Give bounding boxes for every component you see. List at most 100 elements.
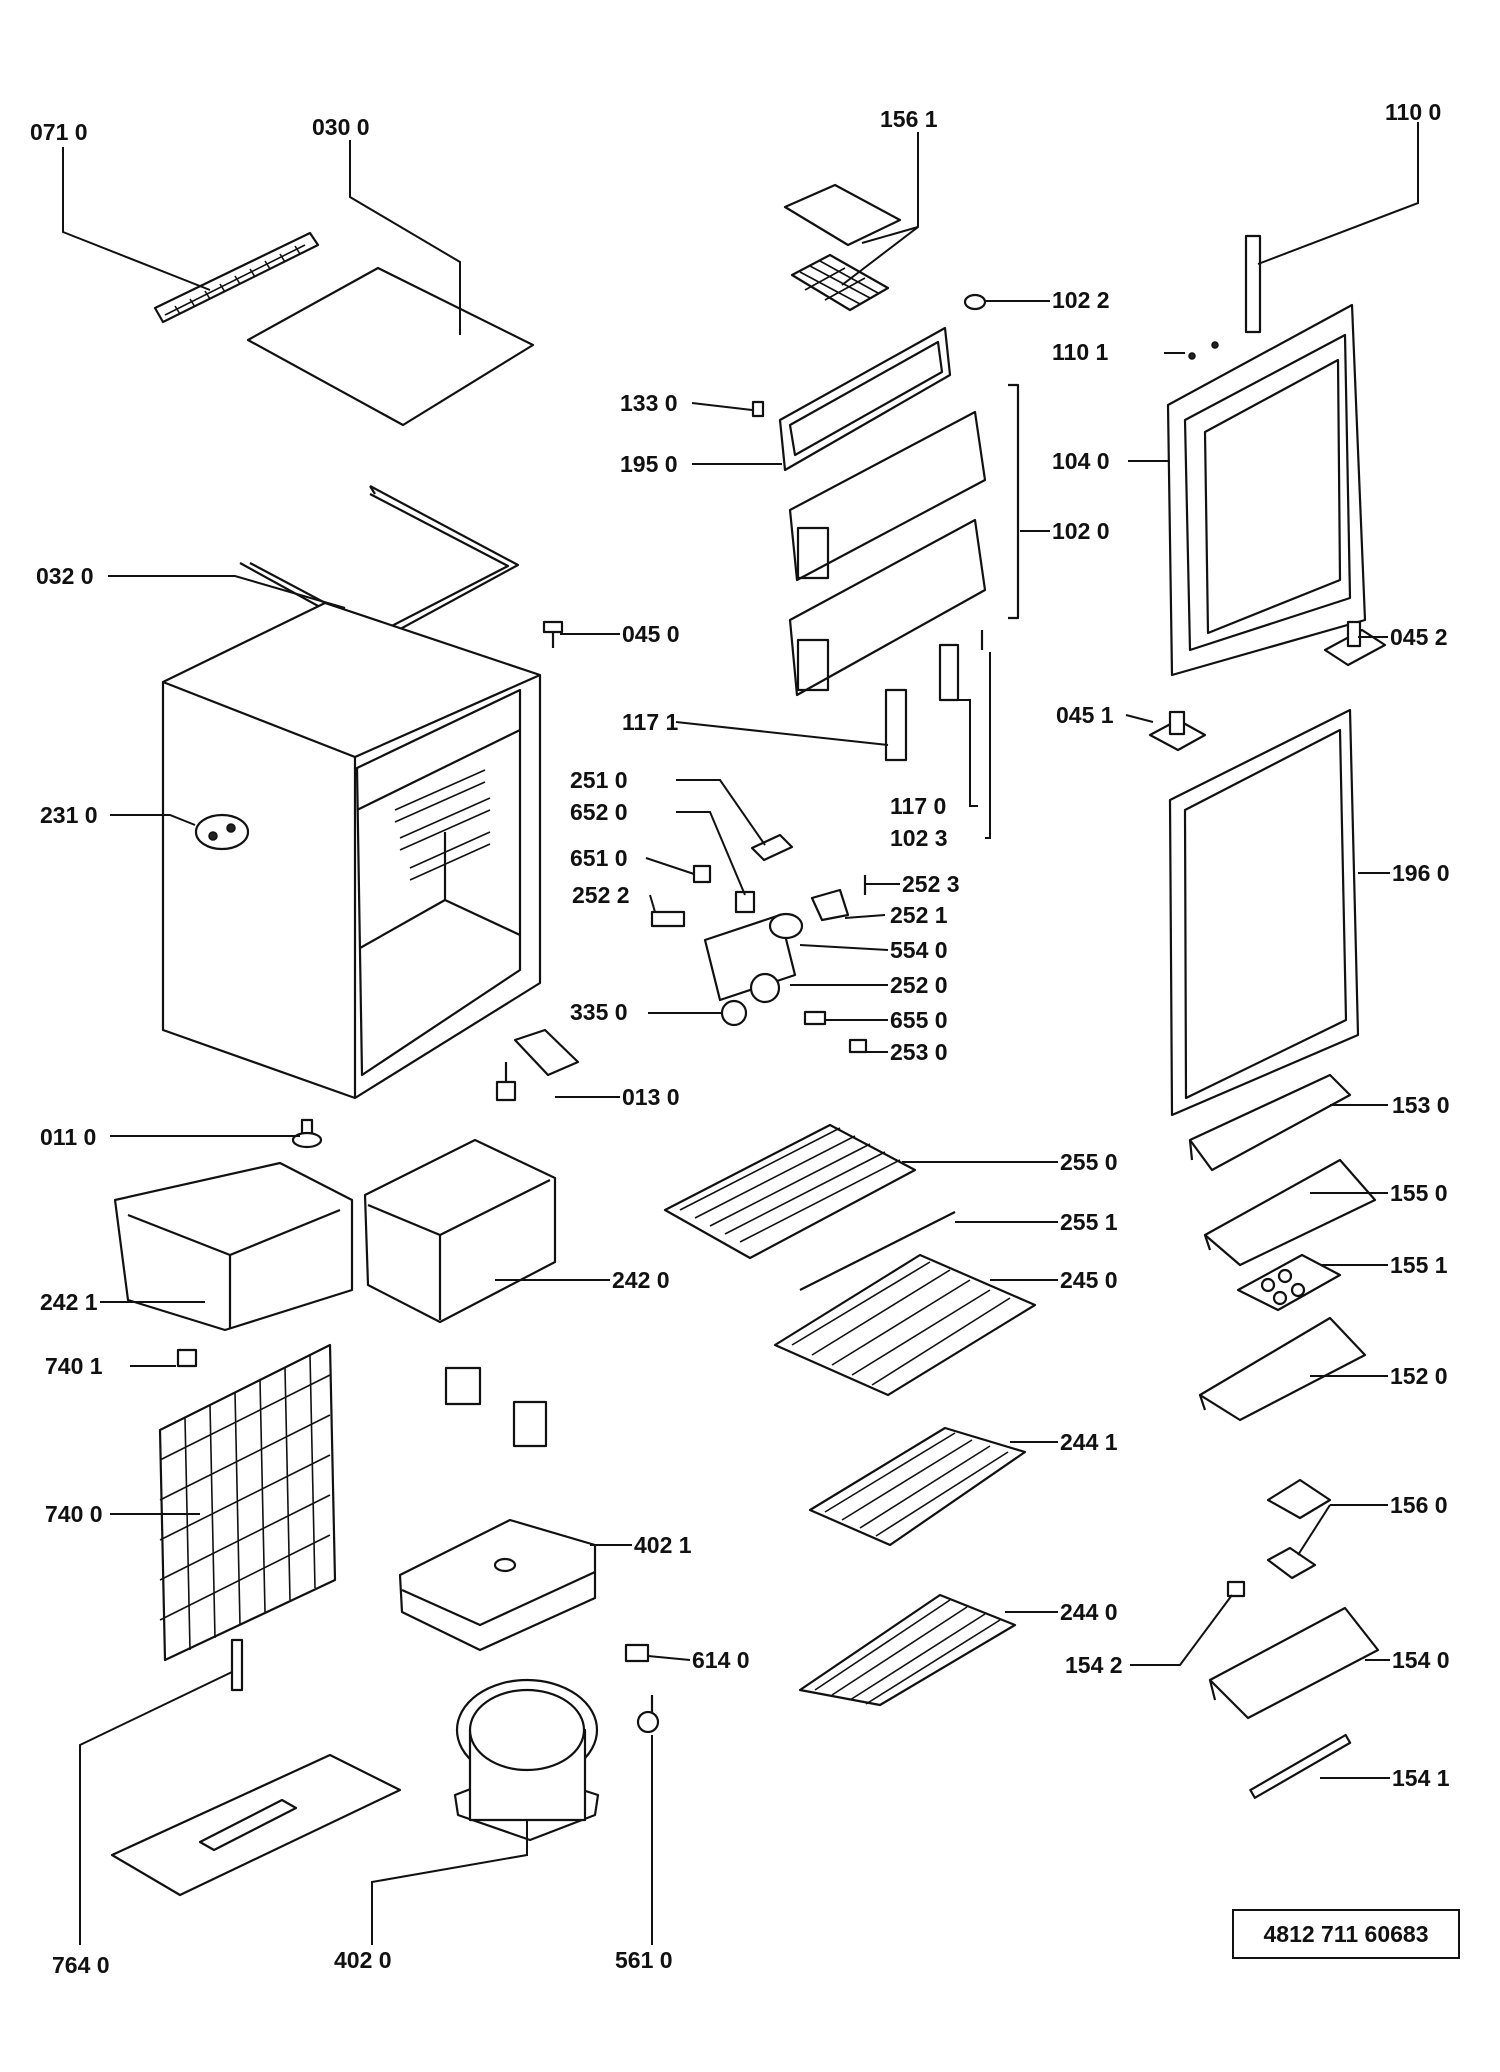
part-030-0-top-sheet bbox=[246, 266, 535, 427]
part-561-0-sensor bbox=[636, 1695, 660, 1734]
label-764-0: 764 0 bbox=[52, 1952, 110, 1978]
label-117-1: 117 1 bbox=[622, 709, 678, 735]
label-245-0: 245 0 bbox=[1060, 1267, 1118, 1293]
label-156-0: 156 0 bbox=[1390, 1492, 1448, 1518]
label-013-0: 013 0 bbox=[622, 1084, 680, 1110]
label-045-2: 045 2 bbox=[1390, 624, 1448, 650]
label-335-0: 335 0 bbox=[570, 999, 628, 1025]
label-655-0: 655 0 bbox=[890, 1007, 948, 1033]
label-133-0: 133 0 bbox=[620, 390, 678, 416]
label-252-0: 252 0 bbox=[890, 972, 948, 998]
part-614-0-grommet bbox=[624, 1643, 650, 1663]
label-244-0: 244 0 bbox=[1060, 1599, 1118, 1625]
label-253-0: 253 0 bbox=[890, 1039, 948, 1065]
part-labels: 071 0 030 0 156 1 110 0 102 2 110 1 133 … bbox=[30, 99, 1450, 1978]
part-045-0-screw bbox=[542, 620, 564, 648]
label-155-1: 155 1 bbox=[1390, 1252, 1448, 1278]
part-242-0-drawer bbox=[363, 1138, 557, 1324]
label-651-0: 651 0 bbox=[570, 845, 628, 871]
label-252-1: 252 1 bbox=[890, 902, 948, 928]
part-244-1-shelf bbox=[808, 1426, 1027, 1547]
label-154-2: 154 2 bbox=[1065, 1652, 1123, 1678]
part-764-0-rod bbox=[230, 1638, 244, 1692]
label-740-1: 740 1 bbox=[45, 1353, 103, 1379]
part-251-0 bbox=[750, 833, 794, 862]
label-032-0: 032 0 bbox=[36, 563, 94, 589]
label-156-1: 156 1 bbox=[880, 106, 938, 132]
part-554-0 bbox=[768, 912, 804, 940]
part-152-0-bottle-shelf bbox=[1198, 1316, 1367, 1422]
part-013-0-bracket bbox=[495, 1028, 580, 1102]
part-110-1-screws bbox=[1188, 341, 1219, 360]
label-117-0: 117 0 bbox=[890, 793, 946, 819]
part-252-2 bbox=[650, 910, 686, 928]
label-102-2: 102 2 bbox=[1052, 287, 1110, 313]
label-011-0: 011 0 bbox=[40, 1124, 96, 1150]
part-153-0-door-shelf bbox=[1188, 1073, 1352, 1172]
part-402-1-compressor-tray bbox=[398, 1518, 597, 1652]
label-104-0: 104 0 bbox=[1052, 448, 1110, 474]
label-153-0: 153 0 bbox=[1392, 1092, 1450, 1118]
label-402-1: 402 1 bbox=[634, 1532, 692, 1558]
label-252-3: 252 3 bbox=[902, 871, 960, 897]
label-045-0: 045 0 bbox=[622, 621, 680, 647]
label-251-0: 251 0 bbox=[570, 767, 628, 793]
part-231-0-cabinet bbox=[161, 601, 542, 1100]
label-614-0: 614 0 bbox=[692, 1647, 750, 1673]
label-252-2: 252 2 bbox=[572, 882, 630, 908]
part-110-0-hinge-bar bbox=[1244, 234, 1262, 334]
label-045-1: 045 1 bbox=[1056, 702, 1114, 728]
part-655-0 bbox=[803, 1010, 827, 1026]
part-253-0 bbox=[848, 1038, 868, 1054]
label-102-3: 102 3 bbox=[890, 825, 948, 851]
part-740-0-condenser bbox=[158, 1343, 337, 1662]
part-base-plate bbox=[110, 1753, 402, 1897]
label-244-1: 244 1 bbox=[1060, 1429, 1118, 1455]
label-402-0: 402 0 bbox=[334, 1947, 392, 1973]
part-117-1-hinge bbox=[884, 688, 908, 762]
label-110-1: 110 1 bbox=[1052, 339, 1108, 365]
part-133-0-clip bbox=[751, 400, 765, 418]
label-110-0: 110 0 bbox=[1385, 99, 1441, 125]
label-652-0: 652 0 bbox=[570, 799, 628, 825]
document-number-box: 4812 711 60683 bbox=[1232, 1909, 1460, 1959]
part-011-0-foot bbox=[291, 1118, 323, 1149]
part-071-0-trim-strip bbox=[153, 231, 320, 324]
label-196-0: 196 0 bbox=[1392, 860, 1450, 886]
label-030-0: 030 0 bbox=[312, 114, 370, 140]
label-154-1: 154 1 bbox=[1392, 1765, 1450, 1791]
part-245-0-glass-shelf bbox=[773, 1253, 1037, 1397]
part-155-0-door-shelf bbox=[1203, 1158, 1377, 1267]
label-102-0: 102 0 bbox=[1052, 518, 1110, 544]
label-154-0: 154 0 bbox=[1392, 1647, 1450, 1673]
label-195-0: 195 0 bbox=[620, 451, 678, 477]
part-154-2-clip bbox=[1226, 1580, 1246, 1598]
part-thermostat-cluster bbox=[650, 833, 868, 1054]
part-102-2-knob bbox=[963, 293, 987, 311]
part-045-1-hinge bbox=[1148, 710, 1207, 752]
label-071-0: 071 0 bbox=[30, 119, 88, 145]
part-relay-block bbox=[444, 1366, 482, 1406]
part-740-1-clip bbox=[176, 1348, 198, 1368]
part-252-1 bbox=[810, 888, 850, 922]
part-402-0-compressor bbox=[453, 1678, 600, 1842]
label-255-1: 255 1 bbox=[1060, 1209, 1118, 1235]
part-155-1-egg-tray bbox=[1236, 1253, 1342, 1312]
label-155-0: 155 0 bbox=[1390, 1180, 1448, 1206]
label-242-0: 242 0 bbox=[612, 1267, 670, 1293]
part-045-2-hinge bbox=[1323, 620, 1387, 667]
part-255-0-shelf bbox=[663, 1123, 917, 1260]
part-651-0 bbox=[692, 864, 712, 884]
part-335-0 bbox=[720, 999, 748, 1027]
part-102-0-freezer-door bbox=[788, 383, 1020, 697]
part-104-0-main-door bbox=[1166, 303, 1367, 677]
part-156-1-ice-tray bbox=[783, 183, 902, 312]
label-740-0: 740 0 bbox=[45, 1501, 103, 1527]
part-244-0-shelf bbox=[798, 1593, 1017, 1707]
label-152-0: 152 0 bbox=[1390, 1363, 1448, 1389]
part-117-0-bracket bbox=[938, 643, 960, 702]
part-652-0 bbox=[734, 890, 756, 914]
label-561-0: 561 0 bbox=[615, 1947, 673, 1973]
leader-lines bbox=[62, 122, 1419, 1945]
